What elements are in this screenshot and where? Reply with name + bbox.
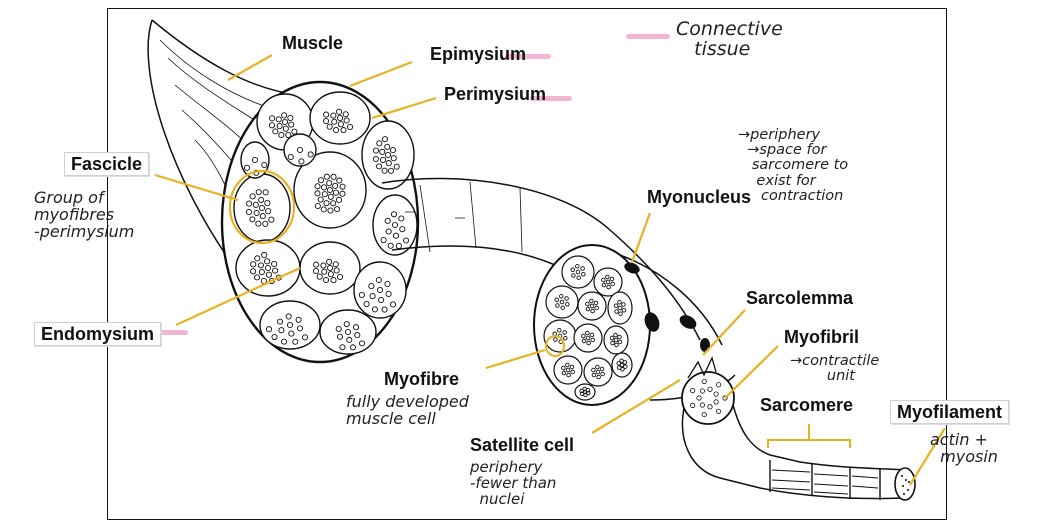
endomysium-leader xyxy=(175,267,301,326)
fascicle xyxy=(299,241,361,295)
label-fascicle: Fascicle xyxy=(64,152,150,176)
myofibril-bundle xyxy=(561,255,595,289)
label-muscle: Muscle xyxy=(282,33,344,53)
fascicle xyxy=(361,120,415,190)
fascicle xyxy=(309,91,371,145)
myofilament-end xyxy=(894,467,916,501)
note-satellite-cell: periphery -fewer than nuclei xyxy=(470,458,557,508)
myofibre-tube xyxy=(381,177,701,341)
fascicle xyxy=(233,173,291,243)
label-myonucleus: Myonucleus xyxy=(647,187,752,207)
fascicle xyxy=(372,194,418,256)
fascicle xyxy=(293,151,367,229)
leader-lines xyxy=(154,54,946,486)
muscle-leader xyxy=(227,54,273,81)
myonucleus-leader xyxy=(630,212,652,263)
label-epimysium: Epimysium xyxy=(430,44,527,64)
myofibre-cross-section xyxy=(533,244,651,406)
satellite-ring xyxy=(545,335,565,357)
connective-tissue-highlight xyxy=(626,34,670,39)
myofibril-bundle xyxy=(583,357,613,387)
sarcolemma-leader xyxy=(702,309,746,356)
sarcolemma-flap xyxy=(687,356,717,379)
myofibril-bundle xyxy=(553,355,583,385)
fascicle xyxy=(259,300,321,350)
label-sarcomere: Sarcomere xyxy=(760,395,854,415)
note-myonucleus: →periphery →space for sarcomere to exist… xyxy=(738,127,849,204)
fascicle xyxy=(235,239,301,297)
fascicle xyxy=(353,261,407,319)
myofibril-bundle xyxy=(603,325,629,355)
myofibril-leader xyxy=(724,345,779,399)
fascicle xyxy=(283,133,317,167)
label-myofibre: Myofibre xyxy=(384,369,460,389)
myofibril-section xyxy=(681,356,735,425)
endomysium-highlight xyxy=(160,330,188,335)
myofibril-bundle xyxy=(607,291,633,325)
label-endomysium: Endomysium xyxy=(34,322,162,346)
note-fascicle: Group of myofibres -perimysium xyxy=(34,188,135,241)
sarcomere-pattern xyxy=(769,460,881,500)
muscle-cross-section xyxy=(220,80,420,364)
myofibril-bundle xyxy=(545,285,579,319)
fascicle xyxy=(240,141,270,179)
epimysium-highlight xyxy=(505,54,551,59)
label-myofibril: Myofibril xyxy=(784,327,859,347)
myofibril-bundle xyxy=(573,323,603,353)
diagram-frame xyxy=(107,8,947,520)
fascicle-leader xyxy=(154,173,239,202)
label-perimysium: Perimysium xyxy=(444,84,547,104)
myofibril-bundle xyxy=(543,319,577,353)
epimysium-leader xyxy=(349,60,413,88)
myofibre-leader xyxy=(485,348,546,370)
myofibril-bundle xyxy=(574,383,596,401)
myofibril-tube xyxy=(681,404,909,500)
sarcomere-bracket xyxy=(767,424,851,448)
note-myofibre: fully developed muscle cell xyxy=(346,392,469,428)
label-satellite-cell: Satellite cell xyxy=(470,435,575,455)
myofibril-bundle xyxy=(611,352,633,378)
note-myofibril: →contractile unit xyxy=(790,353,880,385)
label-sarcolemma: Sarcolemma xyxy=(746,288,854,308)
satellite-cell-leader xyxy=(591,379,681,434)
perimysium-leader xyxy=(371,96,437,120)
label-myofilament: Myofilament xyxy=(890,400,1010,424)
fascicle xyxy=(319,309,377,355)
note-myofilament: actin + myosin xyxy=(930,430,998,466)
fascicle-highlight-ring xyxy=(228,169,296,245)
myofibril-bundle xyxy=(577,291,607,321)
myonuclei xyxy=(624,262,710,352)
myofibril-bundle xyxy=(593,267,623,297)
note-connective-tissue: Connective tissue xyxy=(676,18,783,60)
myofilament-leader xyxy=(909,427,946,486)
perimysium-highlight xyxy=(530,96,572,101)
